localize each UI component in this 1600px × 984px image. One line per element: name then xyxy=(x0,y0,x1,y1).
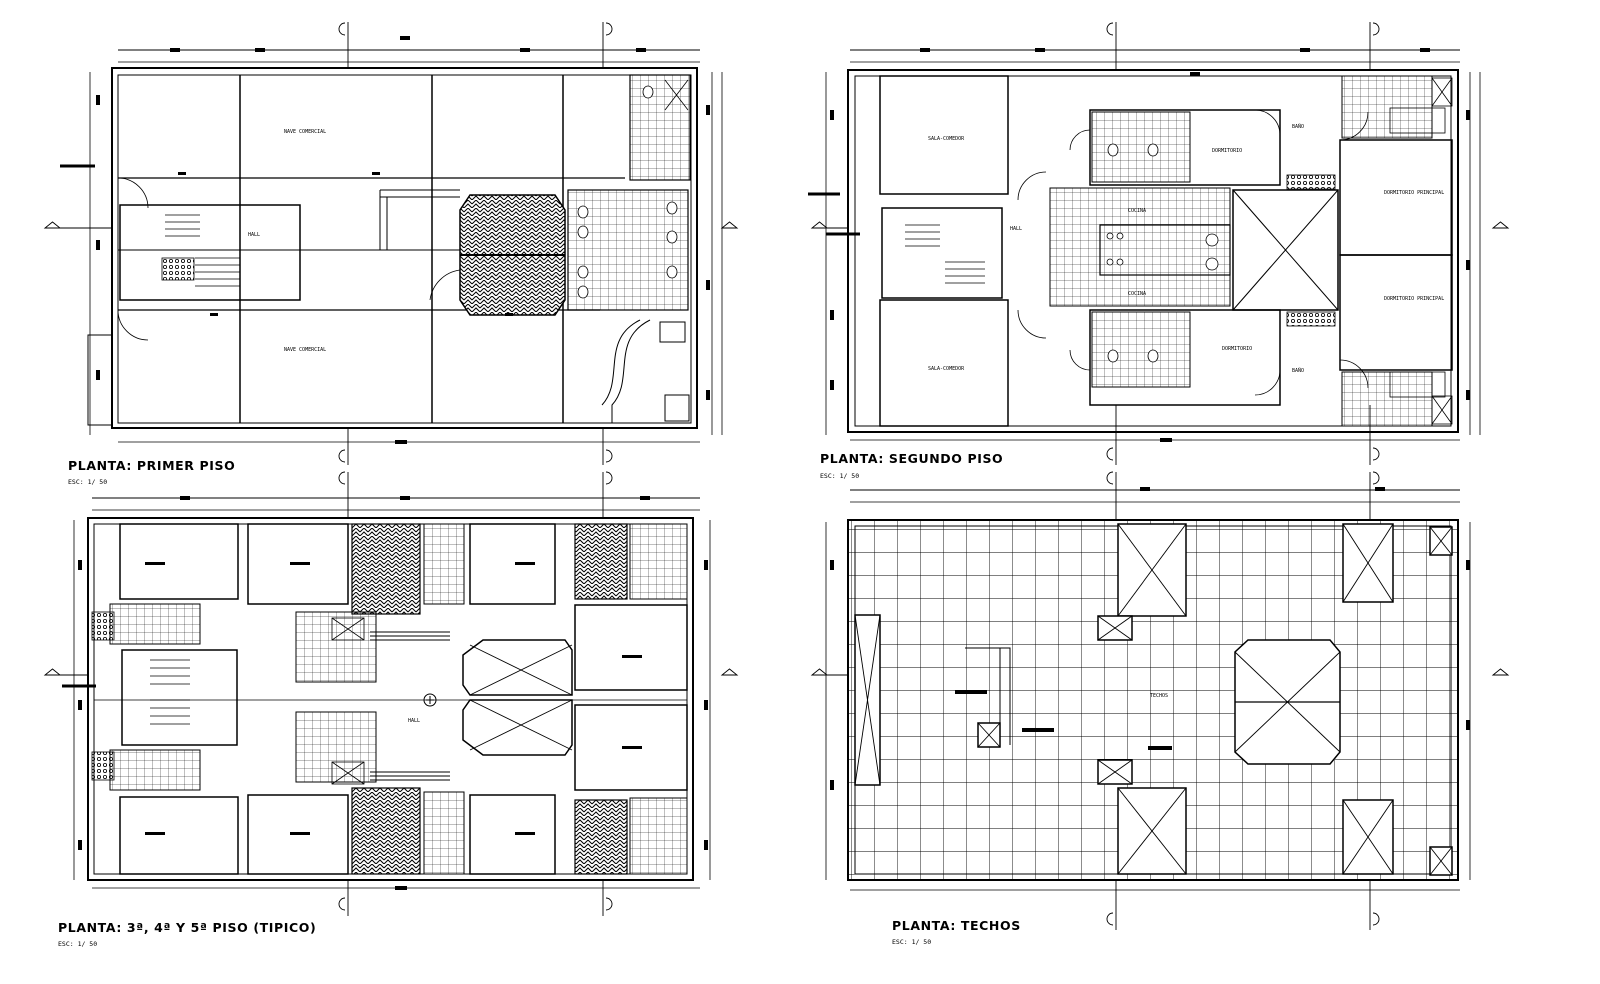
room-label: DORMITORIO PRINCIPAL xyxy=(1384,296,1444,302)
plan-title: PLANTA: 3ª, 4ª Y 5ª PISO (TIPICO) xyxy=(58,920,316,935)
room-label: NAVE COMERCIAL xyxy=(284,129,326,135)
room-label: HALL xyxy=(408,718,420,724)
room-label: DORMITORIO PRINCIPAL xyxy=(1384,190,1444,196)
plan-techos: TECHOS PLANTA: TECHOS ESC: 1/ 50 xyxy=(810,471,1510,946)
plan-title: PLANTA: TECHOS xyxy=(892,918,1021,933)
room-label: HALL xyxy=(1010,226,1022,232)
plan-title: PLANTA: PRIMER PISO xyxy=(68,458,235,473)
room-label: BAÑO xyxy=(1292,123,1304,130)
room-label: HALL xyxy=(248,232,260,238)
plan-title: PLANTA: SEGUNDO PISO xyxy=(820,451,1003,466)
plan-primer-piso: NAVE COMERCIAL NAVE COMERCIAL HALL PLANT… xyxy=(43,22,739,486)
room-label: SALA-COMEDOR xyxy=(928,366,965,372)
room-label: SALA-COMEDOR xyxy=(928,136,965,142)
room-label: BAÑO xyxy=(1292,367,1304,374)
plan-tipico: HALL PLANTA: 3ª, 4ª Y 5ª PISO (TIPICO) E… xyxy=(43,471,739,948)
plan-segundo-piso: SALA-COMEDOR SALA-COMEDOR DORMITORIO DOR… xyxy=(808,22,1510,480)
room-label: DORMITORIO xyxy=(1212,148,1242,154)
plan-scale: ESC: 1/ 50 xyxy=(892,938,931,946)
room-label: COCINA xyxy=(1128,291,1146,297)
room-label: COCINA xyxy=(1128,208,1146,214)
room-label: NAVE COMERCIAL xyxy=(284,347,326,353)
room-label: TECHOS xyxy=(1150,693,1168,699)
plan-scale: ESC: 1/ 50 xyxy=(820,472,859,480)
room-label: DORMITORIO xyxy=(1222,346,1252,352)
plan-scale: ESC: 1/ 50 xyxy=(58,940,97,948)
plan-scale: ESC: 1/ 50 xyxy=(68,478,107,486)
